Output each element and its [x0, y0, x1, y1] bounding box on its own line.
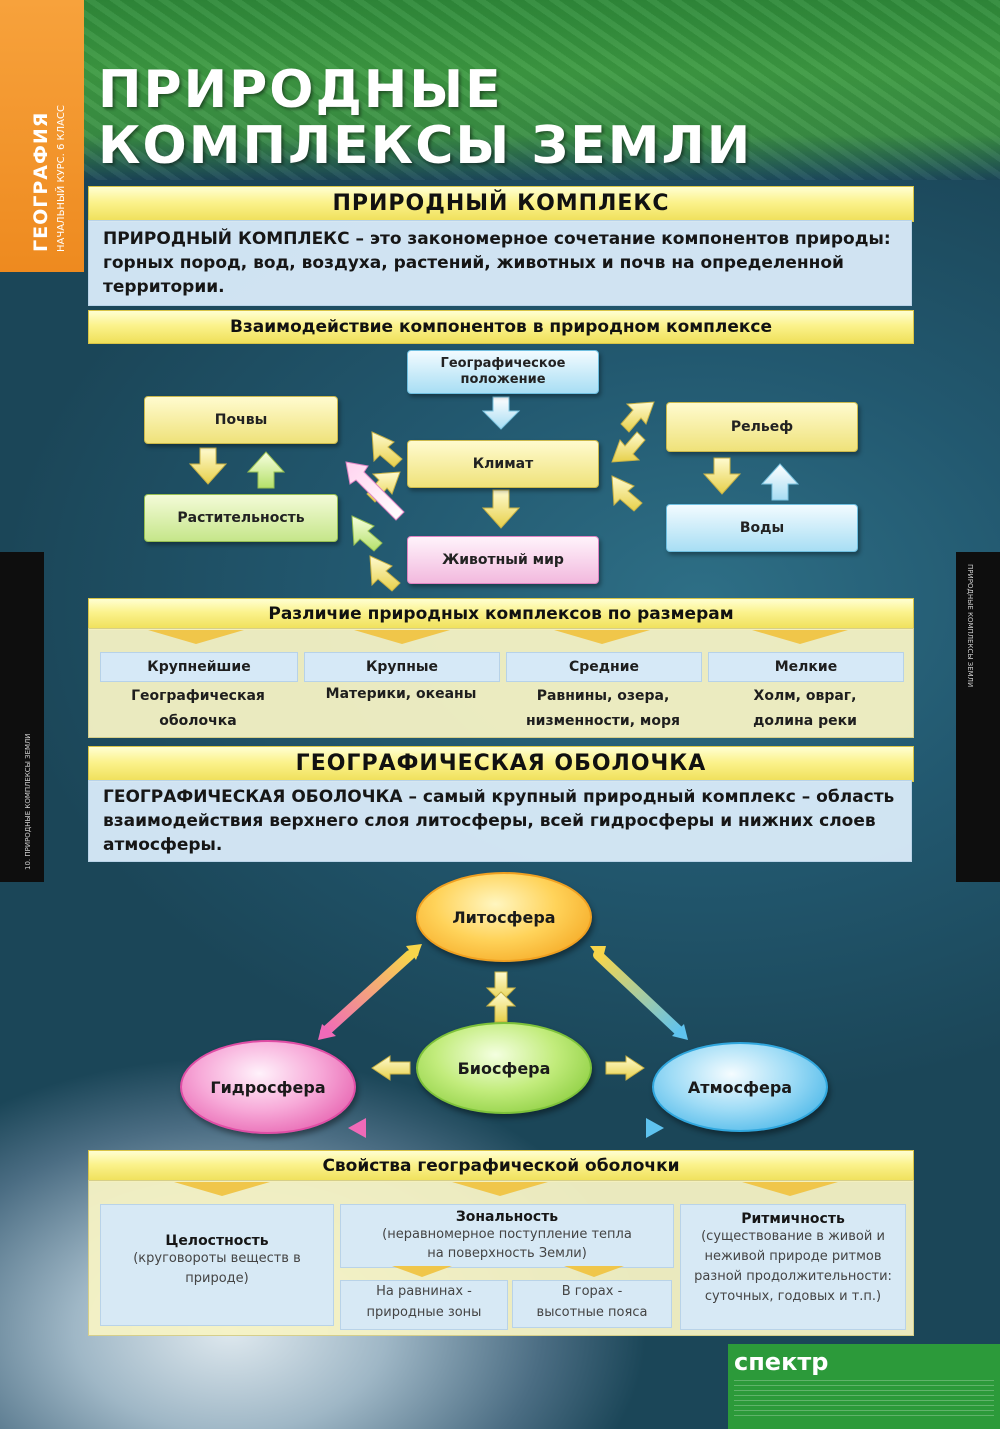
- animals-box: Животный мир: [407, 536, 599, 584]
- natural-complex-definition: – это закономерное сочетание компонентов…: [103, 229, 891, 297]
- geo-shell-definition: – самый крупный природный комплекс – обл…: [103, 787, 895, 855]
- sizes-table: [88, 628, 914, 738]
- size-large-example: Материки, океаны: [325, 686, 477, 702]
- integrity-title: Целостность: [165, 1233, 269, 1249]
- size-arrow-1: [148, 630, 244, 644]
- rhythm-title: Ритмичность: [741, 1211, 845, 1227]
- left-side-bar: 10. ПРИРОДНЫЕ КОМПЛЕКСЫ ЗЕМЛИ: [0, 552, 44, 882]
- natural-complex-heading: ПРИРОДНЫЙ КОМПЛЕКС: [88, 186, 914, 222]
- zonality-box: Зональность (неравномерное поступление т…: [340, 1204, 674, 1268]
- prop-arrow-3: [742, 1182, 838, 1196]
- plains-box: На равнинах - природные зоны: [340, 1280, 508, 1330]
- size-col-medium: Средние: [506, 652, 702, 682]
- zonality-title: Зональность: [455, 1209, 559, 1225]
- size-arrow-3: [554, 630, 650, 644]
- geo-shell-term: ГЕОГРАФИЧЕСКАЯ ОБОЛОЧКА: [103, 787, 403, 807]
- relief-box: Рельеф: [666, 402, 858, 452]
- vegetation-box: Растительность: [144, 494, 338, 542]
- right-side-bar: ПРИРОДНЫЕ КОМПЛЕКСЫ ЗЕМЛИ: [956, 552, 1000, 882]
- integrity-box: Целостность (круговороты веществ в приро…: [100, 1204, 334, 1326]
- size-small-example: Холм, овраг, долина реки: [753, 688, 857, 729]
- geo-position-box: Географическое положение: [407, 350, 599, 394]
- natural-complex-term: ПРИРОДНЫЙ КОМПЛЕКС: [103, 229, 350, 249]
- natural-complex-definition-box: ПРИРОДНЫЙ КОМПЛЕКС – это закономерное со…: [88, 220, 912, 306]
- lithosphere-ellipse: Литосфера: [416, 872, 592, 962]
- atmosphere-ellipse: Атмосфера: [652, 1042, 828, 1132]
- sizes-heading: Различие природных комплексов по размера…: [88, 598, 914, 630]
- publisher-logo: спектр: [734, 1348, 829, 1376]
- size-largest-example: Географическая оболочка: [131, 688, 265, 729]
- interaction-heading: Взаимодействие компонентов в природном к…: [88, 310, 914, 344]
- rhythm-box: Ритмичность (существование в живой и неж…: [680, 1204, 906, 1330]
- geo-shell-heading: ГЕОГРАФИЧЕСКАЯ ОБОЛОЧКА: [88, 746, 914, 782]
- publisher-fine-print: [734, 1380, 994, 1420]
- soils-box: Почвы: [144, 396, 338, 444]
- climate-box: Климат: [407, 440, 599, 488]
- title-line-2: КОМПЛЕКСЫ ЗЕМЛИ: [98, 116, 753, 176]
- publisher-block: спектр: [728, 1344, 1000, 1429]
- rhythm-desc: (существование в живой и неживой природе…: [694, 1229, 892, 1304]
- biosphere-ellipse: Биосфера: [416, 1022, 592, 1114]
- properties-heading: Свойства географической оболочки: [88, 1150, 914, 1182]
- size-arrow-4: [752, 630, 848, 644]
- zonality-arrow-1: [392, 1266, 452, 1277]
- geo-shell-definition-box: ГЕОГРАФИЧЕСКАЯ ОБОЛОЧКА – самый крупный …: [88, 780, 912, 862]
- mountains-box: В горах - высотные пояса: [512, 1280, 672, 1328]
- size-col-large: Крупные: [304, 652, 500, 682]
- zonality-desc: (неравномерное поступление тепла на пове…: [382, 1227, 632, 1261]
- top-band: [0, 0, 1000, 180]
- poster-title: ПРИРОДНЫЕ КОМПЛЕКСЫ ЗЕМЛИ: [98, 62, 752, 174]
- size-arrow-2: [354, 630, 450, 644]
- zonality-arrow-2: [564, 1266, 624, 1277]
- size-col-largest: Крупнейшие: [100, 652, 298, 682]
- prop-arrow-2: [452, 1182, 548, 1196]
- size-medium-example: Равнины, озера, низменности, моря: [525, 688, 680, 729]
- waters-box: Воды: [666, 504, 858, 552]
- prop-arrow-1: [174, 1182, 270, 1196]
- integrity-desc: (круговороты веществ в природе): [133, 1251, 301, 1286]
- hydrosphere-ellipse: Гидросфера: [180, 1040, 356, 1134]
- title-line-1: ПРИРОДНЫЕ: [98, 60, 503, 120]
- subject-tab: ГЕОГРАФИЯ НАЧАЛЬНЫЙ КУРС. 6 КЛАСС: [0, 0, 84, 272]
- size-col-small: Мелкие: [708, 652, 904, 682]
